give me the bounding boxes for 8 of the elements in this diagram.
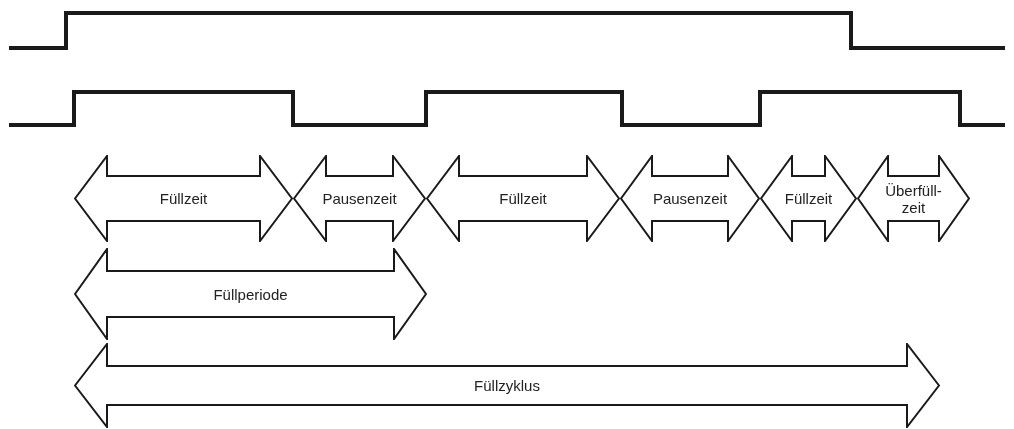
period-label: Überfüll- zeit <box>884 181 943 216</box>
period-label: Füllzyklus <box>474 377 540 394</box>
period-label: Füllzeit <box>499 190 547 207</box>
period-label: Füllzeit <box>159 190 208 207</box>
period-label: Pausenzeit <box>322 190 397 207</box>
period-label: Pausenzeit <box>652 190 728 207</box>
period-label: Füllperiode <box>213 285 288 303</box>
period-label: Füllzeit <box>784 190 833 207</box>
